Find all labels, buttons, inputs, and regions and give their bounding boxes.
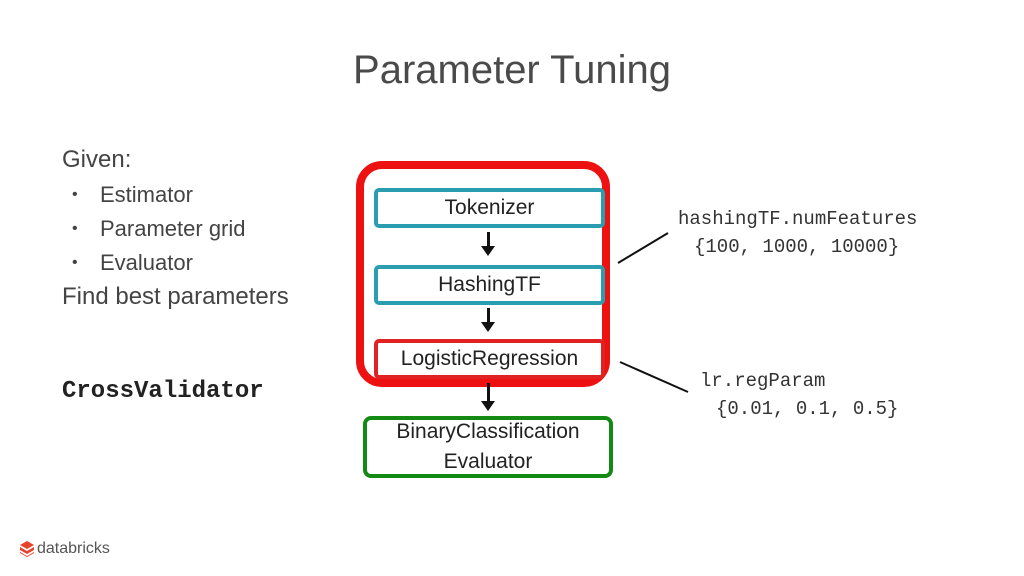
logisticregression-stage: LogisticRegression: [374, 339, 605, 379]
pipeline-container: [356, 161, 610, 387]
tokenizer-stage: Tokenizer: [374, 188, 605, 228]
evaluator-label-line1: BinaryClassification: [396, 420, 580, 443]
databricks-logo-text: databricks: [37, 540, 110, 557]
arrowhead-icon: [481, 246, 495, 256]
find-best-parameters-text: Find best parameters: [62, 283, 289, 310]
arrow-hashingtf-to-lr: [487, 308, 490, 322]
given-item-evaluator: Evaluator: [72, 246, 246, 280]
evaluator-stage: BinaryClassification Evaluator: [363, 416, 613, 478]
given-list: Estimator Parameter grid Evaluator: [72, 178, 246, 280]
hashingtf-stage: HashingTF: [374, 265, 605, 305]
arrow-lr-to-evaluator: [487, 383, 490, 401]
arrow-tokenizer-to-hashingtf: [487, 232, 490, 246]
given-item-estimator: Estimator: [72, 178, 246, 212]
hashing-connector-line: [617, 232, 669, 264]
logisticregression-label: LogisticRegression: [400, 347, 579, 370]
given-item-parameter-grid: Parameter grid: [72, 212, 246, 246]
hashing-param-values: {100, 1000, 10000}: [694, 236, 900, 258]
arrowhead-icon: [481, 322, 495, 332]
databricks-logo: databricks: [20, 540, 110, 558]
arrowhead-icon: [481, 401, 495, 411]
given-label: Given:: [62, 146, 132, 173]
slide-title: Parameter Tuning: [353, 48, 671, 92]
lr-param-values: {0.01, 0.1, 0.5}: [716, 398, 899, 420]
hashing-param-name: hashingTF.numFeatures: [678, 208, 918, 230]
crossvalidator-label: CrossValidator: [62, 378, 264, 405]
databricks-logo-icon: [20, 541, 34, 557]
hashingtf-label: HashingTF: [438, 273, 541, 296]
tokenizer-label: Tokenizer: [444, 196, 535, 219]
evaluator-label-line2: Evaluator: [443, 450, 533, 473]
lr-param-name: lr.regParam: [700, 370, 826, 392]
lr-connector-line: [619, 361, 689, 393]
